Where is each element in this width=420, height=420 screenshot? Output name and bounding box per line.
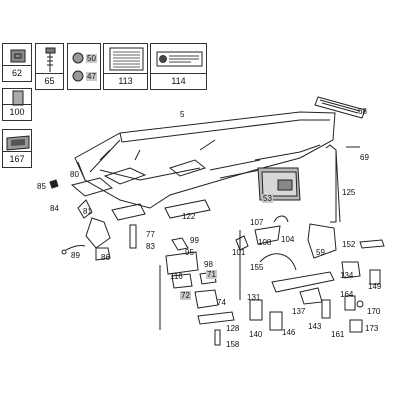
callout-72: 72 <box>180 291 191 300</box>
callout-158: 158 <box>226 340 240 349</box>
legend-box-65-label: 65 <box>36 73 63 89</box>
callout-137: 137 <box>292 307 306 316</box>
callout-131: 131 <box>247 293 261 302</box>
callout-140: 140 <box>249 330 263 339</box>
callout-149: 149 <box>368 282 382 291</box>
legend-box-65: 65 <box>35 43 64 90</box>
sticker-icon <box>156 51 203 67</box>
callout-122: 122 <box>182 212 196 221</box>
left-parts-drawing <box>49 177 146 261</box>
callout-173: 173 <box>365 324 379 333</box>
legend-box-167-label: 167 <box>3 151 31 167</box>
legend-box-50-47: 50 47 <box>67 43 101 90</box>
grommet-icon <box>6 135 30 151</box>
legend-box-113-label: 113 <box>104 73 147 89</box>
callout-116: 116 <box>170 272 183 281</box>
legend-box-167: 167 <box>2 129 32 168</box>
legend-box-62-label: 62 <box>3 65 31 81</box>
callout-161: 161 <box>331 330 345 339</box>
legend-box-114: 114 <box>150 43 207 90</box>
callout-81: 81 <box>83 207 92 216</box>
legend-box-62: 62 <box>2 43 32 82</box>
screw-nut-icon <box>72 52 84 82</box>
callout-152: 152 <box>342 240 356 249</box>
callout-5: 5 <box>180 110 185 119</box>
callout-86: 86 <box>101 253 110 262</box>
callout-74: 74 <box>217 298 226 307</box>
callout-101: 101 <box>232 248 246 257</box>
clip-icon <box>10 49 26 63</box>
callout-108: 108 <box>258 238 272 247</box>
label-sheet-icon <box>109 47 144 71</box>
callout-128: 128 <box>226 324 240 333</box>
callout-80: 80 <box>70 170 79 179</box>
roof-lining-drawing <box>74 111 336 209</box>
callout-83: 83 <box>146 242 155 251</box>
callout-125: 125 <box>342 188 356 197</box>
callout-170: 170 <box>367 307 381 316</box>
callout-155: 155 <box>250 263 264 272</box>
bracket-icon <box>12 90 24 106</box>
callout-59: 59 <box>316 248 325 257</box>
legend-box-100-label: 100 <box>3 104 31 120</box>
screw-icon <box>45 47 56 72</box>
callout-99: 99 <box>190 236 199 245</box>
callout-134: 134 <box>340 271 354 280</box>
trim-strip-drawing <box>314 96 366 223</box>
callout-107: 107 <box>250 218 264 227</box>
legend-box-114-label: 114 <box>151 73 206 89</box>
callout-77: 77 <box>146 230 155 239</box>
callout-84: 84 <box>50 204 59 213</box>
callout-164: 164 <box>340 290 354 299</box>
callout-89: 89 <box>71 251 80 260</box>
middle-parts-drawing <box>159 199 281 346</box>
callout-69: 69 <box>360 153 369 162</box>
callout-104: 104 <box>281 235 295 244</box>
callout-85: 85 <box>37 182 46 191</box>
callout-71: 71 <box>206 270 217 279</box>
legend-box-113: 113 <box>103 43 148 90</box>
callout-98: 98 <box>204 260 213 269</box>
legend-box-100: 100 <box>2 88 32 121</box>
callout-146: 146 <box>282 328 296 337</box>
callout-50: 50 <box>86 54 97 63</box>
callout-143: 143 <box>308 322 322 331</box>
callout-95: 95 <box>185 248 194 257</box>
right-parts-drawing <box>249 215 385 333</box>
callout-53: 53 <box>262 194 273 203</box>
dome-light-drawing <box>257 167 301 201</box>
callout-68: 68 <box>358 107 367 116</box>
callout-47: 47 <box>86 72 97 81</box>
